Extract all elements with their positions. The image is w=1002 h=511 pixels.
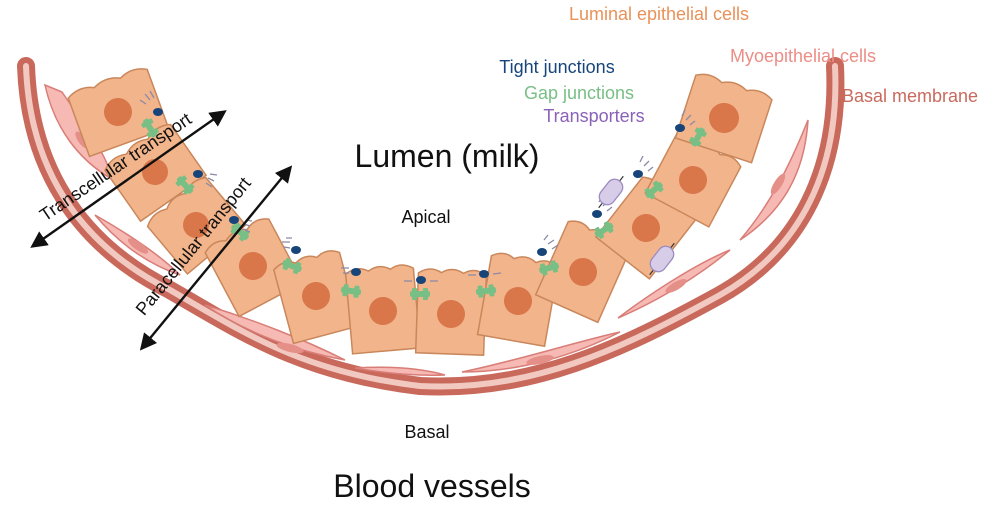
myoepithelial-cell <box>617 249 731 319</box>
lumen-label: Lumen (milk) <box>355 138 540 174</box>
tight-junction-icon <box>537 234 559 256</box>
myoepithelial-cell <box>461 331 621 373</box>
tight-junction-icon <box>675 109 696 132</box>
tight-junction-icon <box>633 155 654 178</box>
tight-junction-icon <box>404 276 438 284</box>
myoepithelial-cell <box>739 119 809 241</box>
basal-membrane-label: Basal membrane <box>842 86 978 106</box>
tight-junction-icon <box>468 270 502 278</box>
gap-junction-icon <box>340 284 362 298</box>
gap-junction-icon <box>410 288 430 300</box>
apical-label: Apical <box>401 207 450 227</box>
luminal-cell <box>476 252 560 348</box>
transcellular-arrow-icon <box>30 110 227 248</box>
tight-junctions-label: Tight junctions <box>499 57 614 77</box>
transporter-icon <box>649 242 675 276</box>
transporters-label: Transporters <box>543 106 644 126</box>
myoepithelial-label: Myoepithelial cells <box>730 46 876 66</box>
blood-vessels-label: Blood vessels <box>333 468 530 504</box>
luminal-cell <box>344 264 422 355</box>
basal-label: Basal <box>404 422 449 442</box>
tight-junction-icon <box>341 267 361 276</box>
gap-junction-icon <box>475 284 497 298</box>
gap-junction-icon <box>644 180 664 200</box>
gap-junction-icon <box>689 127 707 147</box>
gap-junction-icon <box>539 260 559 276</box>
paracellular-arrow-icon <box>139 165 293 351</box>
luminal-cell <box>674 73 773 164</box>
transporters <box>598 175 675 276</box>
myoepithelial-cell <box>354 366 446 376</box>
gap-junctions-label: Gap junctions <box>524 83 634 103</box>
gap-junction-icon <box>594 221 614 239</box>
luminal-cell <box>414 268 488 356</box>
transporter-icon <box>598 175 624 209</box>
luminal-epithelial-label: Luminal epithelial cells <box>569 4 749 24</box>
